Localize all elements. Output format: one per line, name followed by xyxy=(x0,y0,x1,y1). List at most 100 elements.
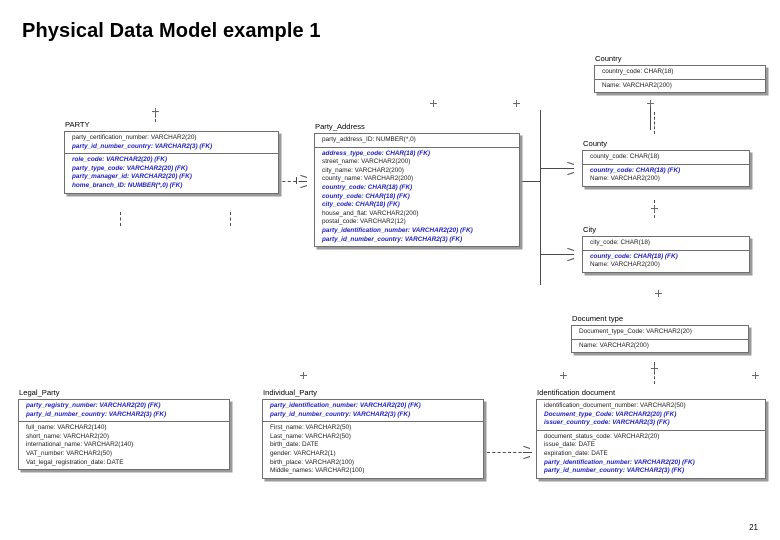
attribute-row: postal_code: VARCHAR2(12) xyxy=(322,218,406,226)
relationship-marker-individual-top xyxy=(300,372,307,379)
attribute-row: country_code: CHAR(18) xyxy=(602,68,674,75)
entity-title-individual-party: Individual_Party xyxy=(263,388,318,397)
entity-document-type[interactable]: Document type Document_type_Code: VARCHA… xyxy=(571,314,749,354)
attribute-row: country_code: CHAR(18) (FK) xyxy=(322,183,413,191)
attr-group-attrs: document_status_code: VARCHAR2(20) issue… xyxy=(537,429,765,478)
entity-title-county: County xyxy=(583,139,608,148)
attribute-row: role_code: VARCHAR2(20) (FK) xyxy=(72,156,168,164)
attribute-row: party_manager_id: VARCHAR2(20) (FK) xyxy=(72,173,192,181)
attribute-row: party_id_number_country: VARCHAR2(3) (FK… xyxy=(322,235,463,243)
attr-group-pk: identification_document_number: VARCHAR2… xyxy=(537,400,765,430)
attribute-row: document_status_code: VARCHAR2(20) xyxy=(544,432,660,440)
rel-individual-to-iddoc xyxy=(487,452,532,453)
rel-country-to-county xyxy=(654,112,655,134)
attribute-row: home_branch_ID: NUMBER(*,0) (FK) xyxy=(72,181,183,189)
entity-body-identification-document: identification_document_number: VARCHAR2… xyxy=(536,399,766,479)
attribute-row: party_id_number_country: VARCHAR2(3) (FK… xyxy=(544,467,685,475)
rel-line-to-county xyxy=(541,168,569,169)
attr-group-attrs: address_type_code: CHAR(18) (FK) street_… xyxy=(315,146,519,247)
attr-group-attrs: full_name: VARCHAR2(140) short_name: VAR… xyxy=(19,421,229,469)
rel-address-right-stub xyxy=(521,181,541,182)
attribute-row: Document_type_Code: VARCHAR2(20) xyxy=(579,328,692,335)
relationship-marker-iddoc-top-right xyxy=(752,372,759,379)
attribute-row: issue_date: DATE xyxy=(544,441,596,449)
rel-party-to-legal xyxy=(120,212,121,226)
relationship-marker-iddoc-top xyxy=(560,372,567,379)
rel-country-stub xyxy=(650,100,651,130)
attribute-row: Vat_legal_registration_date: DATE xyxy=(26,458,124,466)
rel-party-to-party-address xyxy=(277,181,307,182)
attribute-row: city_code: CHAR(18) (FK) xyxy=(322,201,400,209)
attribute-row: party_identification_number: VARCHAR2(20… xyxy=(544,458,695,466)
entity-country[interactable]: Country country_code: CHAR(18) Name: VAR… xyxy=(594,54,766,94)
attribute-row: party_registry_number: VARCHAR2(20) (FK) xyxy=(26,402,161,409)
relationship-marker-doctype xyxy=(651,365,658,372)
entity-title-party-address: Party_Address xyxy=(315,122,365,131)
crowsfoot-party-address xyxy=(300,177,307,186)
attribute-row: party_certification_number: VARCHAR2(20) xyxy=(72,134,197,141)
attribute-row: party_identification_number: VARCHAR2(20… xyxy=(322,226,473,234)
attribute-row: party_id_number_country: VARCHAR2(3) (FK… xyxy=(270,410,411,418)
attribute-row: address_type_code: CHAR(18) (FK) xyxy=(322,149,430,157)
entity-body-party: party_certification_number: VARCHAR2(20)… xyxy=(64,131,279,194)
attribute-row: short_name: VARCHAR2(20) xyxy=(26,432,109,440)
attribute-row: party_identification_number: VARCHAR2(20… xyxy=(270,402,421,409)
attr-group-attrs: Name: VARCHAR2(200) xyxy=(572,338,748,353)
attribute-row: house_and_flat: VARCHAR2(200) xyxy=(322,209,419,217)
crowsfoot-city xyxy=(567,250,574,259)
relationship-marker-address-top-right xyxy=(513,100,520,107)
entity-city[interactable]: City city_code: CHAR(18) county_code: CH… xyxy=(582,225,750,273)
crowsfoot-iddoc xyxy=(523,448,530,457)
attr-group-attrs: role_code: VARCHAR2(20) (FK) party_type_… xyxy=(65,153,278,192)
attribute-row: identification_document_number: VARCHAR2… xyxy=(544,402,686,409)
attribute-row: expiration_date: DATE xyxy=(544,449,608,457)
attribute-row: full_name: VARCHAR2(140) xyxy=(26,424,107,432)
attribute-row: Name: VARCHAR2(200) xyxy=(602,81,672,89)
attr-group-pk: Document_type_Code: VARCHAR2(20) xyxy=(572,326,748,339)
entity-county[interactable]: County county_code: CHAR(18) country_cod… xyxy=(582,139,750,187)
relationship-marker-address-top xyxy=(430,100,437,107)
entity-body-city: city_code: CHAR(18) county_code: CHAR(18… xyxy=(582,236,750,273)
entity-title-document-type: Document type xyxy=(572,314,624,323)
rel-doctype-to-iddoc xyxy=(654,362,655,384)
attribute-row: county_name: VARCHAR2(200) xyxy=(322,175,414,183)
relationship-marker-city xyxy=(651,205,658,212)
attr-group-pk: country_code: CHAR(18) xyxy=(595,66,765,79)
attribute-row: First_name: VARCHAR2(50) xyxy=(270,424,352,432)
attr-group-pk: party_identification_number: VARCHAR2(20… xyxy=(263,400,483,421)
attribute-row: party_id_number_country: VARCHAR2(3) (FK… xyxy=(26,410,167,418)
attr-group-pk: county_code: CHAR(18) xyxy=(583,151,749,164)
attr-group-pk: party_certification_number: VARCHAR2(20)… xyxy=(65,132,278,153)
entity-party[interactable]: PARTY party_certification_number: VARCHA… xyxy=(64,120,279,194)
page-number: 21 xyxy=(749,523,758,532)
attr-group-attrs: First_name: VARCHAR2(50) Last_name: VARC… xyxy=(263,421,483,478)
attribute-row: Name: VARCHAR2(200) xyxy=(590,261,660,269)
attribute-row: Name: VARCHAR2(200) xyxy=(579,341,649,349)
attribute-row: city_code: CHAR(18) xyxy=(590,239,651,246)
entity-individual-party[interactable]: Individual_Party party_identification_nu… xyxy=(262,388,484,479)
entity-title-country: Country xyxy=(595,54,622,63)
entity-legal-party[interactable]: Legal_Party party_registry_number: VARCH… xyxy=(18,388,230,471)
attribute-row: county_code: CHAR(18) (FK) xyxy=(590,252,678,260)
relationship-marker-party-top xyxy=(152,108,159,115)
entity-body-county: county_code: CHAR(18) country_code: CHAR… xyxy=(582,150,750,187)
attribute-row: country_code: CHAR(18) (FK) xyxy=(590,166,681,174)
attribute-row: VAT_number: VARCHAR2(50) xyxy=(26,449,112,457)
entity-body-country: country_code: CHAR(18) Name: VARCHAR2(20… xyxy=(594,65,766,94)
attribute-row: Name: VARCHAR2(200) xyxy=(590,175,660,183)
attr-group-attrs: country_code: CHAR(18) (FK) Name: VARCHA… xyxy=(583,163,749,186)
tick-party-address xyxy=(296,177,297,184)
entity-party-address[interactable]: Party_Address party_address_ID: NUMBER(*… xyxy=(314,122,520,248)
entity-body-party-address: party_address_ID: NUMBER(*,0) address_ty… xyxy=(314,133,520,248)
entity-body-legal-party: party_registry_number: VARCHAR2(20) (FK)… xyxy=(18,399,230,471)
attribute-row: party_type_code: VARCHAR2(20) (FK) xyxy=(72,164,188,172)
attribute-row: street_name: VARCHAR2(200) xyxy=(322,158,411,166)
attribute-row: city_name: VARCHAR2(200) xyxy=(322,166,404,174)
attribute-row: Last_name: VARCHAR2(50) xyxy=(270,432,351,440)
attribute-row: birth_place: VARCHAR2(100) xyxy=(270,458,355,466)
attribute-row: party_address_ID: NUMBER(*,0) xyxy=(322,136,416,143)
attribute-row: Middle_names: VARCHAR2(100) xyxy=(270,467,365,475)
entity-identification-document[interactable]: Identification document identification_d… xyxy=(536,388,766,479)
relationship-marker-city-bottom xyxy=(655,290,662,297)
